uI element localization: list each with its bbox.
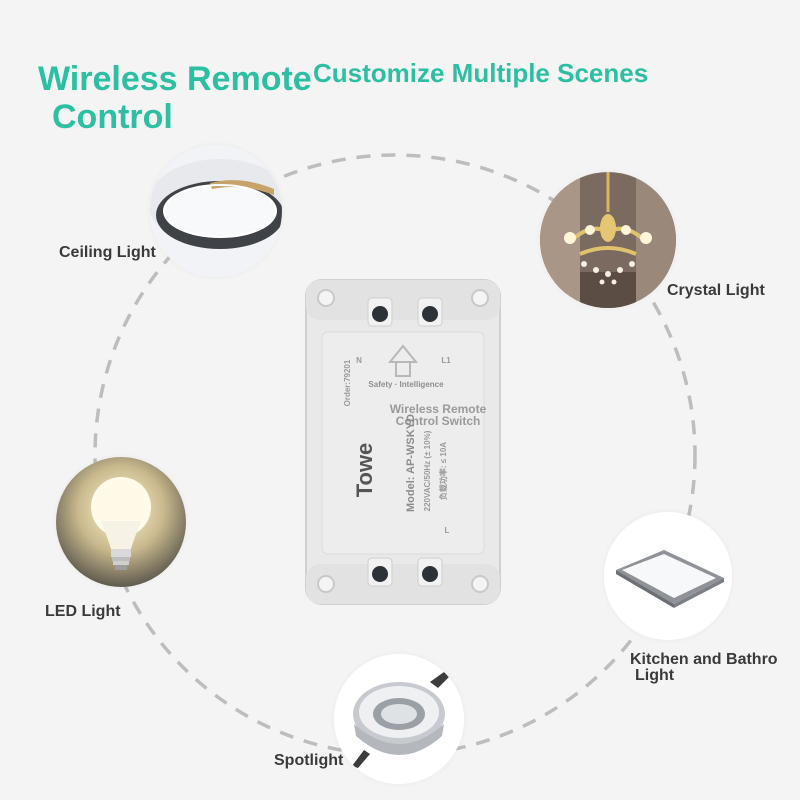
device-model: Model: AP-WSKYD [405, 414, 417, 512]
device-brand: Towe [352, 442, 377, 498]
device-terminal-l: L [444, 526, 450, 535]
label-ceiling-light: Ceiling Light [59, 244, 156, 261]
label-spotlight: Spotlight [274, 752, 344, 769]
remote-control-switch: Safety · Intelligence Wireless Remote Co… [298, 276, 508, 608]
headline-wireless-remote: Wireless Remote [38, 60, 312, 98]
spotlight-bubble [334, 654, 464, 784]
ceiling-light-icon [150, 145, 282, 277]
spotlight-icon [334, 654, 464, 784]
device-tagline: Safety · Intelligence [368, 380, 444, 389]
label-crystal-light: Crystal Light [667, 282, 765, 299]
led-bulb-icon [56, 457, 186, 587]
headline-control: Control [52, 98, 173, 136]
chandelier-icon [540, 172, 676, 308]
device-terminal-n: N [356, 356, 362, 365]
device-rating: 220VAC/50Hz (± 10%) [423, 430, 432, 512]
switch-housing [305, 279, 501, 605]
ceiling-light-bubble [150, 145, 282, 277]
panel-light-icon [604, 512, 732, 640]
device-caption-line2: Control Switch [395, 414, 481, 428]
device-order: Order:79201 [343, 359, 352, 407]
device-caption-line1: Wireless Remote [389, 402, 487, 416]
label-kitchen-bathroom: Kitchen and Bathro [630, 651, 778, 668]
panel-light-bubble [604, 512, 732, 640]
label-kitchen-bathroom-line2: Light [635, 667, 675, 684]
device-load: 负载功率: ≤ 10A [439, 441, 448, 501]
label-led-light: LED Light [45, 603, 121, 620]
led-light-bubble [56, 457, 186, 587]
crystal-light-bubble [540, 172, 676, 308]
headline-customize-scenes: Customize Multiple Scenes [313, 58, 649, 88]
device-terminal-l1: L1 [441, 356, 451, 365]
